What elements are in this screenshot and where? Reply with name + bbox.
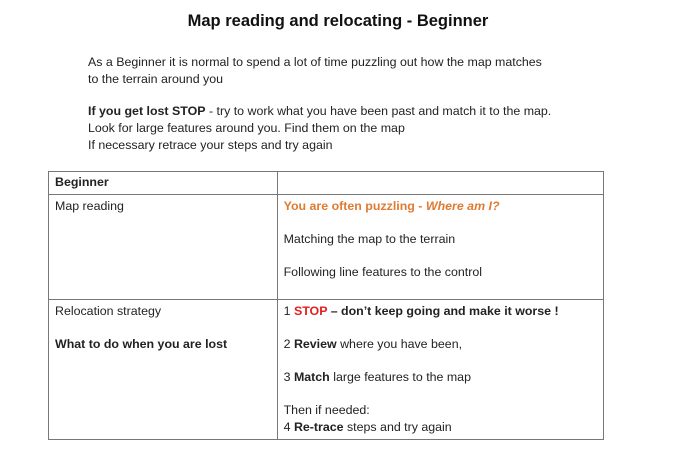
then-if-needed: Then if needed: — [283, 403, 370, 417]
step-1: 1 STOP – don’t keep going and make it wo… — [284, 303, 597, 320]
content-line: Matching the map to the terrain — [283, 232, 456, 246]
step-2: 2 Review where you have been, — [284, 336, 597, 353]
intro-paragraph-1: As a Beginner it is normal to spend a lo… — [88, 54, 578, 88]
step-keyword: Re-trace — [293, 420, 344, 434]
step-number: 4 — [283, 420, 294, 434]
page-title: Map reading and relocating - Beginner — [187, 12, 489, 30]
step-keyword: Match — [293, 370, 330, 384]
lost-stop-emphasis: If you get lost STOP — [88, 104, 206, 118]
intro-line: Look for large features around you. Find… — [88, 121, 405, 135]
step-number: 2 — [283, 337, 294, 351]
step-keyword: Review — [293, 337, 337, 351]
table-row-label-cell: Relocation strategy What to do when you … — [48, 299, 278, 440]
highlight-question: Where am I? — [425, 199, 500, 213]
intro-line: to the terrain around you — [88, 72, 224, 86]
table-row-label-cell: Map reading — [48, 194, 278, 300]
table-row: Map reading You are often puzzling - Whe… — [48, 194, 605, 300]
step-number: 1 — [283, 304, 294, 318]
row-sub-label: What to do when you are lost — [55, 337, 228, 351]
table-header-cell: Beginner — [48, 171, 278, 195]
highlight-text: You are often puzzling - — [283, 199, 426, 213]
step-text: where you have been, — [336, 337, 463, 351]
step-3: 3 Match large features to the map — [284, 369, 597, 386]
step-text: – don’t keep going and make it worse ! — [327, 304, 559, 318]
step-text: large features to the map — [329, 370, 471, 384]
table-row-content-cell: 1 STOP – don’t keep going and make it wo… — [276, 299, 605, 440]
step-4: 4 Re-trace steps and try again — [284, 419, 597, 436]
row-label: Map reading — [55, 199, 124, 213]
step-keyword: STOP — [293, 304, 328, 318]
row-label: Relocation strategy — [55, 304, 162, 318]
highlight-line: You are often puzzling - Where am I? — [284, 198, 597, 215]
table-header-cell — [276, 171, 605, 195]
step-number: 3 — [283, 370, 294, 384]
intro-line: As a Beginner it is normal to spend a lo… — [88, 55, 542, 69]
intro-paragraph-2: If you get lost STOP - try to work what … — [88, 103, 578, 154]
table-row: Relocation strategy What to do when you … — [48, 299, 605, 440]
intro-line: If necessary retrace your steps and try … — [88, 138, 333, 152]
intro-line: If you get lost STOP - try to work what … — [88, 103, 578, 120]
table-header-row: Beginner — [48, 171, 605, 195]
table-row-content-cell: You are often puzzling - Where am I? Mat… — [276, 194, 605, 300]
content-line: Following line features to the control — [283, 265, 482, 279]
skills-table: Beginner Map reading You are often puzzl… — [48, 171, 605, 440]
intro-text: - try to work what you have been past an… — [205, 104, 552, 118]
step-text: steps and try again — [343, 420, 452, 434]
